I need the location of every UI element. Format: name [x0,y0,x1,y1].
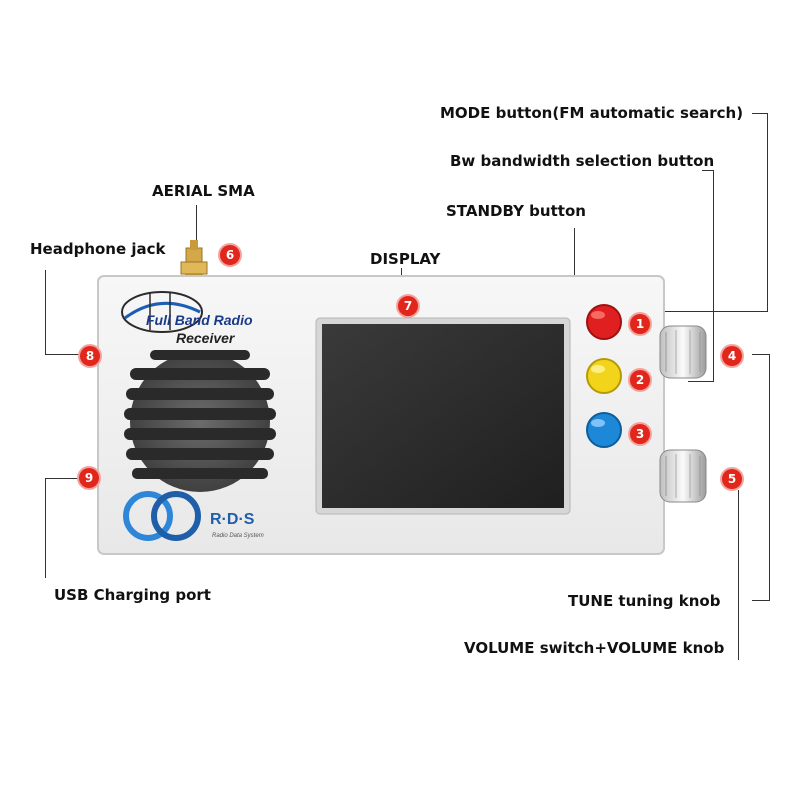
tune-knob-label: TUNE tuning knob [568,592,721,610]
rds-logo-mark [123,491,201,541]
marker-5: 5 [722,469,742,489]
rds-text: R·D·S [210,511,255,528]
volume-knob[interactable] [659,449,707,503]
standby-button[interactable] [586,412,622,448]
display-screen [322,324,564,508]
bw-button-label: Bw bandwidth selection button [450,152,715,170]
marker-8: 8 [80,346,100,366]
marker-3: 3 [630,424,650,444]
marker-2: 2 [630,370,650,390]
aerial-sma-label: AERIAL SMA [152,182,255,200]
rds-subtext: Radio Data System [212,533,264,539]
mode-button[interactable] [586,304,622,340]
globe-logo [121,291,203,333]
marker-6: 6 [220,245,240,265]
headphone-jack-label: Headphone jack [30,240,166,258]
marker-9: 9 [79,468,99,488]
marker-7: 7 [398,296,418,316]
sma-connector [180,240,208,279]
logo-line-2: Receiver [176,330,236,346]
speaker-grille [124,350,276,492]
logo-line-1: Full Band Radio [146,312,253,328]
standby-button-label: STANDBY button [446,202,586,220]
bw-button[interactable] [586,358,622,394]
display-label: DISPLAY [370,250,441,268]
usb-port-label: USB Charging port [54,586,211,604]
marker-4: 4 [722,346,742,366]
marker-1: 1 [630,314,650,334]
volume-knob-label: VOLUME switch+VOLUME knob [464,639,725,657]
tune-knob[interactable] [659,325,707,379]
mode-button-label: MODE button(FM automatic search) [440,104,744,122]
